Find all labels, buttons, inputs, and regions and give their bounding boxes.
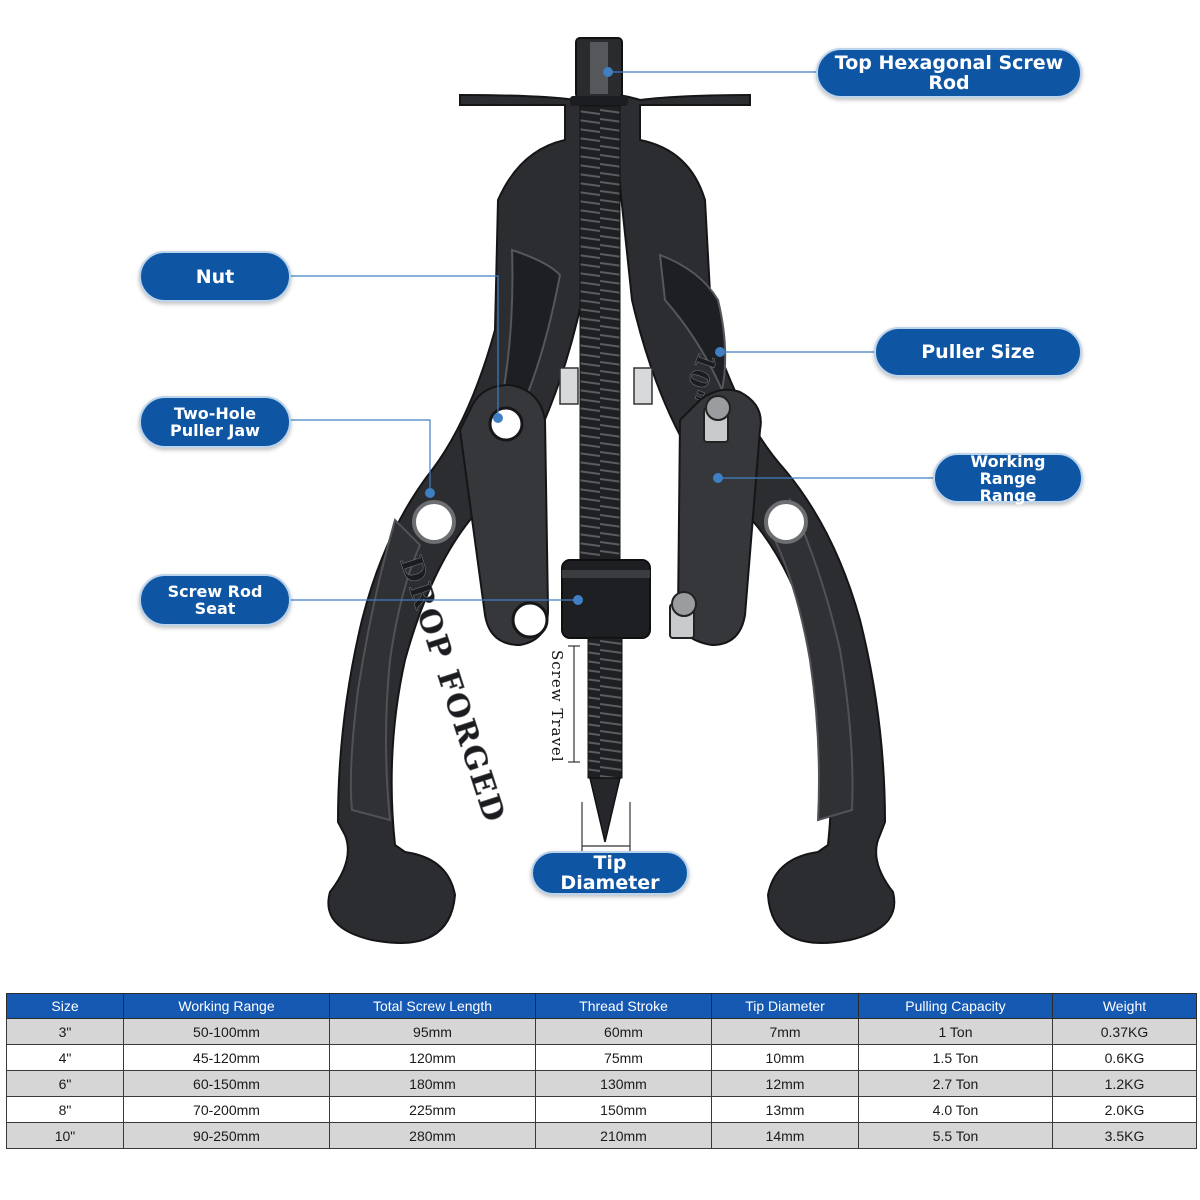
callout-tip-diameter: Tip Diameter bbox=[531, 851, 689, 895]
table-cell: 10mm bbox=[711, 1044, 859, 1071]
header-tip-diameter: Tip Diameter bbox=[711, 993, 859, 1019]
leader-lines bbox=[290, 71, 935, 601]
table-cell: 2.0KG bbox=[1052, 1096, 1197, 1123]
table-cell: 1.5 Ton bbox=[858, 1044, 1053, 1071]
table-cell: 45-120mm bbox=[123, 1044, 330, 1071]
table-header-row: Size Working Range Total Screw Length Th… bbox=[6, 993, 1197, 1019]
table-row: 6" 60-150mm 180mm 130mm 12mm 2.7 Ton 1.2… bbox=[6, 1070, 1197, 1097]
table-cell: 225mm bbox=[329, 1096, 536, 1123]
leader-dots bbox=[425, 67, 725, 605]
table-cell: 60-150mm bbox=[123, 1070, 330, 1097]
table-cell: 210mm bbox=[535, 1122, 712, 1149]
table-cell: 130mm bbox=[535, 1070, 712, 1097]
left-arm: DROP FORGED bbox=[327, 93, 601, 944]
table-cell: 90-250mm bbox=[123, 1122, 330, 1149]
table-cell: 50-100mm bbox=[123, 1018, 330, 1045]
screw-rod bbox=[559, 37, 653, 843]
table-cell: 8" bbox=[6, 1096, 124, 1123]
table-cell: 1.2KG bbox=[1052, 1070, 1197, 1097]
screw-travel-text: Screw Travel bbox=[548, 650, 566, 763]
table-cell: 60mm bbox=[535, 1018, 712, 1045]
table-cell: 5.5 Ton bbox=[858, 1122, 1053, 1149]
header-thread-stroke: Thread Stroke bbox=[535, 993, 712, 1019]
table-cell: 4" bbox=[6, 1044, 124, 1071]
table-cell: 75mm bbox=[535, 1044, 712, 1071]
jaw-plates bbox=[458, 383, 762, 647]
table-cell: 14mm bbox=[711, 1122, 859, 1149]
table-cell: 2.7 Ton bbox=[858, 1070, 1053, 1097]
table-cell: 13mm bbox=[711, 1096, 859, 1123]
table-cell: 4.0 Ton bbox=[858, 1096, 1053, 1123]
table-cell: 95mm bbox=[329, 1018, 536, 1045]
header-working-range: Working Range bbox=[123, 993, 330, 1019]
header-total-screw-length: Total Screw Length bbox=[329, 993, 536, 1019]
table-row: 8" 70-200mm 225mm 150mm 13mm 4.0 Ton 2.0… bbox=[6, 1096, 1197, 1123]
puller-diagram: DROP FORGED 10" Screw bbox=[290, 37, 935, 944]
measurement-marks: Screw Travel bbox=[548, 645, 631, 852]
table-cell: 12mm bbox=[711, 1070, 859, 1097]
table-cell: 0.6KG bbox=[1052, 1044, 1197, 1071]
callout-two-hole-puller-jaw: Two-Hole Puller Jaw bbox=[139, 396, 291, 448]
table-cell: 6" bbox=[6, 1070, 124, 1097]
table-cell: 0.37KG bbox=[1052, 1018, 1197, 1045]
header-pulling-capacity: Pulling Capacity bbox=[858, 993, 1053, 1019]
table-cell: 7mm bbox=[711, 1018, 859, 1045]
table-cell: 10" bbox=[6, 1122, 124, 1149]
callout-top-hexagonal-screw-rod: Top Hexagonal Screw Rod bbox=[816, 48, 1082, 98]
callout-nut: Nut bbox=[139, 251, 291, 302]
table-row: 3" 50-100mm 95mm 60mm 7mm 1 Ton 0.37KG bbox=[6, 1018, 1197, 1045]
table-cell: 180mm bbox=[329, 1070, 536, 1097]
table-cell: 3" bbox=[6, 1018, 124, 1045]
table-cell: 280mm bbox=[329, 1122, 536, 1149]
table-cell: 120mm bbox=[329, 1044, 536, 1071]
table-cell: 150mm bbox=[535, 1096, 712, 1123]
table-cell: 3.5KG bbox=[1052, 1122, 1197, 1149]
table-row: 4" 45-120mm 120mm 75mm 10mm 1.5 Ton 0.6K… bbox=[6, 1044, 1197, 1071]
callout-screw-rod-seat: Screw Rod Seat bbox=[139, 574, 291, 626]
table-cell: 1 Ton bbox=[858, 1018, 1053, 1045]
header-size: Size bbox=[6, 993, 124, 1019]
table-row: 10" 90-250mm 280mm 210mm 14mm 5.5 Ton 3.… bbox=[6, 1122, 1197, 1149]
callout-working-range: Working Range Range bbox=[933, 453, 1083, 504]
callout-puller-size: Puller Size bbox=[874, 327, 1082, 377]
spec-table: Size Working Range Total Screw Length Th… bbox=[6, 993, 1197, 1149]
header-weight: Weight bbox=[1052, 993, 1197, 1019]
table-cell: 70-200mm bbox=[123, 1096, 330, 1123]
